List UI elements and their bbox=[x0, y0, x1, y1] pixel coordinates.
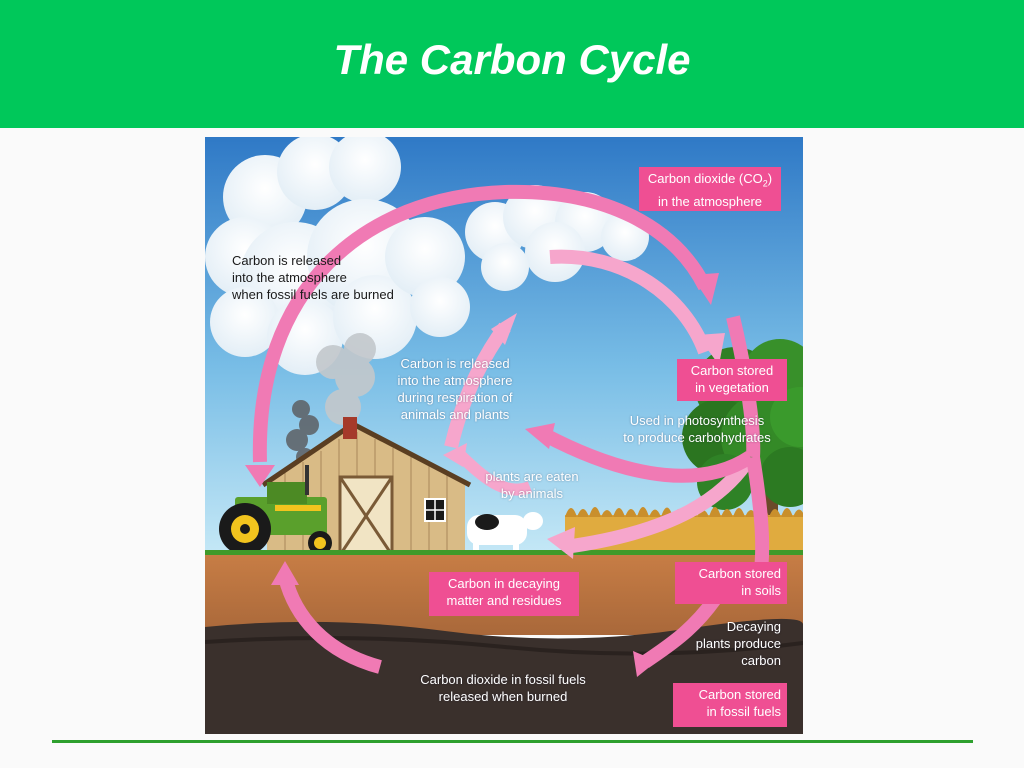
co2-line-1: Carbon dioxide (CO2) bbox=[645, 170, 775, 193]
label-line: matter and residues bbox=[446, 593, 562, 608]
label-line: into the atmosphere bbox=[232, 270, 347, 285]
label-line: when fossil fuels are burned bbox=[232, 287, 394, 302]
label-line: Carbon stored bbox=[698, 687, 781, 702]
label-fossil-co2: Carbon dioxide in fossil fuels released … bbox=[387, 671, 619, 705]
label-respiration: Carbon is released into the atmosphere d… bbox=[375, 355, 535, 423]
tractor bbox=[219, 465, 332, 555]
label-line: Decaying bbox=[726, 619, 781, 634]
co2-line-2: in the atmosphere bbox=[657, 193, 763, 209]
cow bbox=[467, 512, 543, 555]
co2-text: Carbon dioxide (CO bbox=[647, 171, 763, 186]
label-line: Used in photosynthesis bbox=[629, 413, 765, 428]
label-plants-eaten: plants are eaten by animals bbox=[467, 468, 597, 502]
label-line: into the atmosphere bbox=[397, 373, 513, 388]
label-line: in fossil fuels bbox=[706, 704, 781, 719]
label-line: plants are eaten bbox=[485, 469, 579, 484]
label-line: Carbon stored bbox=[698, 566, 781, 581]
footer-divider bbox=[52, 740, 973, 743]
cloud-right bbox=[465, 185, 649, 291]
co2-close: ) bbox=[767, 171, 773, 186]
label-fossil-burned: Carbon is released into the atmosphere w… bbox=[232, 252, 452, 303]
slide-title: The Carbon Cycle bbox=[333, 36, 691, 83]
label-decaying-plants: Decaying plants produce carbon bbox=[667, 618, 781, 669]
co2-subscript: 2 bbox=[762, 178, 768, 189]
label-photosynthesis: Used in photosynthesis to produce carboh… bbox=[603, 412, 791, 446]
box-decaying-matter: Carbon in decaying matter and residues bbox=[429, 572, 579, 616]
label-line: Carbon is released bbox=[232, 253, 342, 268]
label-line: to produce carbohydrates bbox=[623, 430, 771, 445]
carbon-cycle-diagram: Carbon is released into the atmosphere w… bbox=[205, 137, 803, 734]
label-line: animals and plants bbox=[400, 407, 510, 422]
fossil-layer bbox=[205, 618, 803, 734]
label-line: Carbon is released bbox=[400, 356, 510, 371]
box-fossil-stored: Carbon stored in fossil fuels bbox=[673, 683, 787, 727]
label-line: Carbon in decaying bbox=[447, 576, 561, 591]
title-banner: The Carbon Cycle bbox=[0, 0, 1024, 128]
label-line: carbon bbox=[741, 653, 781, 668]
label-line: Carbon dioxide in fossil fuels bbox=[420, 672, 586, 687]
label-line: by animals bbox=[500, 486, 564, 501]
box-co2-atmosphere: Carbon dioxide (CO2) in the atmosphere bbox=[639, 167, 781, 211]
grass-strip bbox=[205, 550, 803, 556]
box-soils: Carbon stored in soils bbox=[675, 562, 787, 604]
label-line: released when burned bbox=[438, 689, 568, 704]
label-line: in vegetation bbox=[695, 380, 769, 395]
label-line: during respiration of bbox=[397, 390, 513, 405]
label-line: Carbon stored bbox=[690, 363, 774, 378]
label-line: plants produce bbox=[695, 636, 781, 651]
label-line: in soils bbox=[741, 583, 781, 598]
box-vegetation: Carbon stored in vegetation bbox=[677, 359, 787, 401]
